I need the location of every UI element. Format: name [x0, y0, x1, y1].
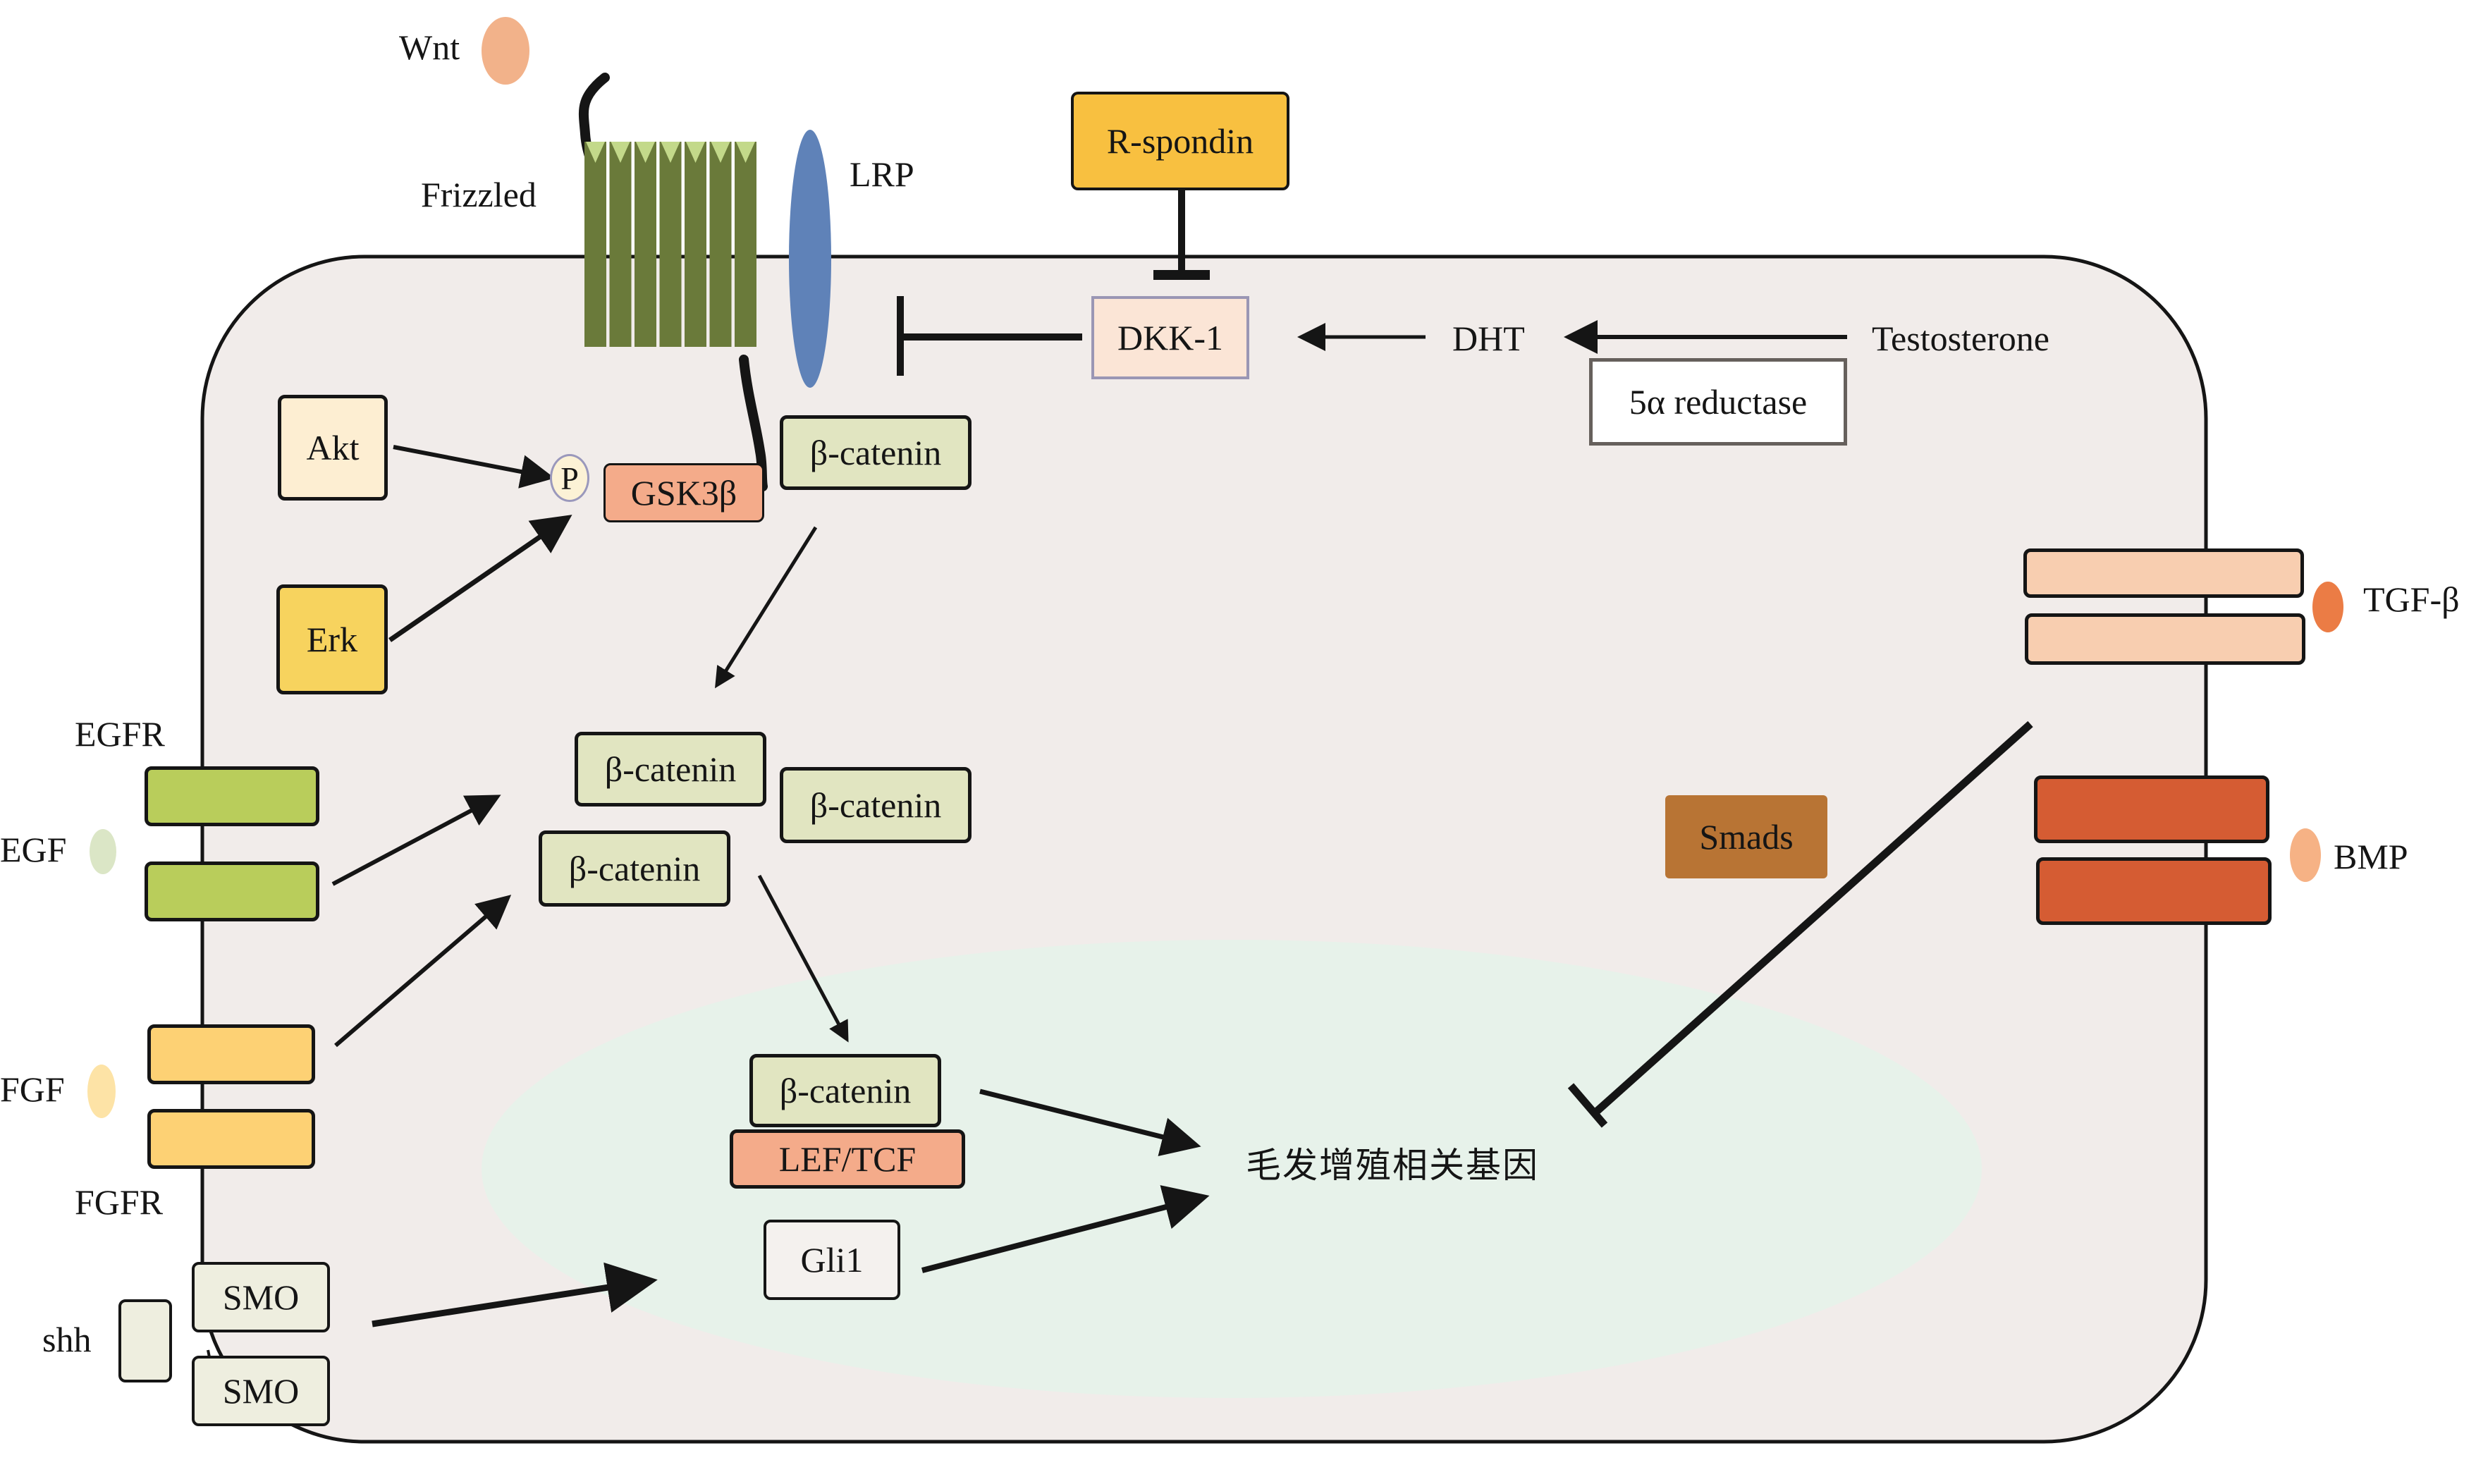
egfr-label: EGFR [75, 714, 165, 754]
bmp-receptor-top[interactable] [2034, 775, 2269, 843]
tgfb-receptor-bottom[interactable] [2025, 613, 2305, 665]
edge-erk-p [388, 515, 572, 642]
frizzled-helix-tip [711, 142, 730, 163]
beta-catenin-nuclear-node[interactable]: β-catenin [749, 1054, 941, 1127]
5a-reductase-node[interactable]: 5α reductase [1589, 358, 1847, 446]
frizzled-tm-helix [635, 142, 656, 347]
dkk1-node[interactable]: DKK-1 [1091, 296, 1249, 379]
frizzled-helix-tip [586, 142, 605, 163]
edge-egfr-bcat [331, 795, 501, 886]
r-spondin-node[interactable]: R-spondin [1071, 92, 1289, 190]
frizzled-helix-tip [736, 142, 755, 163]
tgfb-label: TGF-β [2363, 580, 2460, 619]
frizzled-tm-helix [685, 142, 706, 347]
lrp-receptor [789, 130, 831, 388]
frizzled-receptor [584, 142, 756, 347]
tgfb-ligand-icon [2312, 582, 2343, 632]
nucleus [482, 940, 1982, 1398]
erk-node[interactable]: Erk [276, 584, 388, 694]
tgfb-receptor-top[interactable] [2023, 548, 2304, 598]
lrp-label: LRP [850, 154, 914, 194]
fgfr-receptor-bottom[interactable] [147, 1109, 315, 1169]
frizzled-helix-tip [686, 142, 705, 163]
edge-tgfb-inhibit-bar [1567, 1083, 1608, 1128]
frizzled-tm-helix [609, 142, 632, 347]
edge-smo-gli1 [372, 1262, 658, 1327]
edge-bcat-membrane-cytoplasm [715, 526, 818, 689]
egfr-receptor-top[interactable] [145, 766, 319, 826]
smads-node[interactable]: Smads [1665, 795, 1827, 878]
wnt-ligand-icon [482, 17, 529, 85]
egfr-receptor-bottom[interactable] [145, 861, 319, 921]
hair-proliferation-genes-label: 毛发增殖相关基因 [1246, 1145, 1539, 1186]
beta-catenin-cytoplasm-node-c[interactable]: β-catenin [539, 830, 730, 907]
frizzled-helix-tip [636, 142, 655, 163]
smo-receptor-bottom[interactable]: SMO [192, 1356, 330, 1426]
edge-tgfb-inhibit-genes [1593, 720, 2033, 1116]
akt-node[interactable]: Akt [278, 395, 388, 501]
frizzled-helix-tip [661, 142, 680, 163]
beta-catenin-membrane-node[interactable]: β-catenin [780, 415, 972, 490]
beta-catenin-cytoplasm-node-a[interactable]: β-catenin [575, 732, 766, 807]
lef-tcf-node[interactable]: LEF/TCF [730, 1129, 965, 1189]
frizzled-tm-helix [584, 142, 606, 347]
fgfr-label: FGFR [75, 1182, 164, 1222]
bmp-ligand-icon [2290, 828, 2321, 882]
dht-label: DHT [1452, 319, 1525, 358]
shh-ligand-icon [118, 1299, 172, 1382]
fgf-ligand-icon [87, 1065, 116, 1118]
edge-bcat-nuclear [757, 874, 849, 1043]
bmp-label: BMP [2334, 837, 2408, 876]
wnt-label: Wnt [399, 27, 460, 67]
egf-ligand-icon [90, 829, 116, 874]
frizzled-tm-helix [735, 142, 756, 347]
testosterone-label: Testosterone [1872, 319, 2049, 358]
edge-gli1-genes [921, 1185, 1210, 1273]
frizzled-label: Frizzled [421, 175, 537, 214]
beta-catenin-cytoplasm-node-b[interactable]: β-catenin [780, 767, 972, 843]
frizzled-tm-helix [709, 142, 732, 347]
edge-bcat-genes [979, 1089, 1201, 1156]
frizzled-tm-helix [659, 142, 682, 347]
frizzled-helix-tip [611, 142, 630, 163]
phosphate-node[interactable]: P [550, 454, 589, 502]
bmp-receptor-bottom[interactable] [2036, 857, 2272, 925]
fgfr-receptor-top[interactable] [147, 1024, 315, 1084]
fgf-label: FGF [0, 1069, 65, 1109]
gsk3b-node[interactable]: GSK3β [603, 463, 764, 522]
egf-label: EGF [0, 830, 67, 869]
smo-receptor-top[interactable]: SMO [192, 1262, 330, 1332]
shh-label: shh [42, 1320, 92, 1359]
edge-akt-p [393, 445, 555, 489]
edge-fgfr-bcat [334, 895, 512, 1048]
gli1-node[interactable]: Gli1 [764, 1220, 900, 1300]
